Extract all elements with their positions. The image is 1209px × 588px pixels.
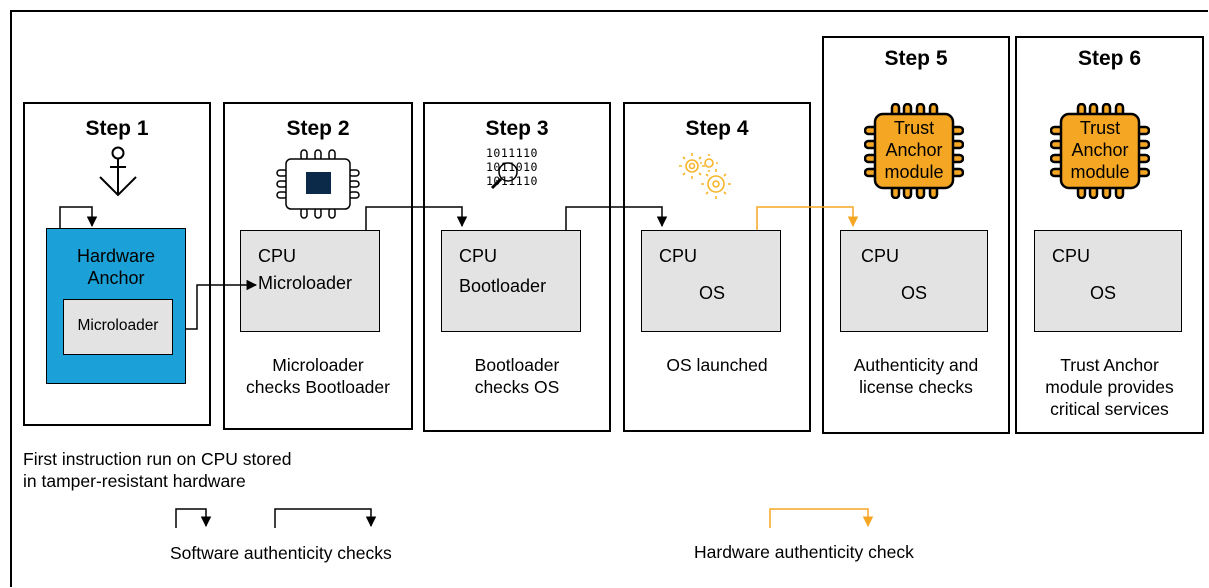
cpu-box-step-5: CPU OS bbox=[840, 230, 988, 332]
arrow-microloader-to-cpu bbox=[186, 279, 258, 330]
legend-software-label: Software authenticity checks bbox=[170, 543, 392, 563]
step-3-caption: Bootloader checks OS bbox=[474, 355, 560, 397]
chip-icon bbox=[276, 149, 360, 219]
trust-anchor-chip-label: Trust Anchor module bbox=[884, 118, 944, 182]
hardware-arrow-step-4-to-step-5 bbox=[756, 206, 859, 230]
step-4-title: Step 4 bbox=[685, 117, 749, 140]
step-2-caption: Microloader checks Bootloader bbox=[246, 355, 390, 397]
cpu-box-step-2: CPU Microloader bbox=[240, 230, 380, 332]
cpu-box-step-4: CPU OS bbox=[641, 230, 781, 332]
cpu-label: CPU bbox=[459, 246, 498, 266]
step-1-title: Step 1 bbox=[85, 117, 149, 140]
cpu-label: CPU bbox=[659, 246, 698, 266]
gears-icon bbox=[679, 153, 731, 199]
cpu-label: CPU bbox=[1052, 246, 1091, 266]
legend-software-short-arrow bbox=[175, 508, 212, 528]
step-5-caption: Authenticity and license checks bbox=[853, 355, 979, 397]
cpu-box-step-6: CPU OS bbox=[1034, 230, 1182, 332]
loop-arrow-step-1 bbox=[59, 206, 98, 228]
hardware-anchor-label: Hardware Anchor bbox=[76, 246, 156, 288]
component-label: Bootloader bbox=[459, 276, 547, 296]
trust-anchor-chip-icon bbox=[864, 103, 964, 199]
component-label: Microloader bbox=[258, 273, 353, 293]
trust-anchor-chip-label: Trust Anchor module bbox=[1070, 118, 1130, 182]
step-4-caption: OS launched bbox=[666, 355, 768, 375]
step-6-title: Step 6 bbox=[1077, 47, 1142, 70]
trust-anchor-chip-icon bbox=[1050, 103, 1150, 199]
legend-hardware-arrow bbox=[769, 508, 874, 528]
cpu-box-step-3: CPU Bootloader bbox=[441, 230, 581, 332]
anchor-icon bbox=[99, 146, 137, 197]
hardware-anchor-box: Hardware Anchor Microloader bbox=[46, 228, 186, 384]
magnifier-icon bbox=[490, 162, 518, 190]
microloader-inner-label: Microloader bbox=[77, 317, 159, 334]
step-6-caption: Trust Anchor module provides critical se… bbox=[1045, 355, 1174, 419]
arrow-step-2-to-step-3 bbox=[365, 206, 468, 230]
arrow-step-3-to-step-4 bbox=[565, 206, 668, 230]
diagram-frame bbox=[10, 10, 1208, 587]
first-instruction-note: First instruction run on CPU stored in t… bbox=[23, 449, 292, 491]
step-2-title: Step 2 bbox=[286, 117, 350, 140]
microloader-inner-box: Microloader bbox=[63, 299, 173, 355]
component-label: OS bbox=[1090, 283, 1117, 303]
cpu-label: CPU bbox=[861, 246, 900, 266]
legend-software-long-arrow bbox=[274, 508, 377, 528]
step-5-title: Step 5 bbox=[884, 47, 948, 70]
component-label: OS bbox=[699, 283, 726, 303]
step-3-title: Step 3 bbox=[485, 117, 549, 140]
legend-hardware-label: Hardware authenticity check bbox=[694, 542, 914, 562]
cpu-label: CPU bbox=[258, 246, 297, 266]
component-label: OS bbox=[901, 283, 928, 303]
